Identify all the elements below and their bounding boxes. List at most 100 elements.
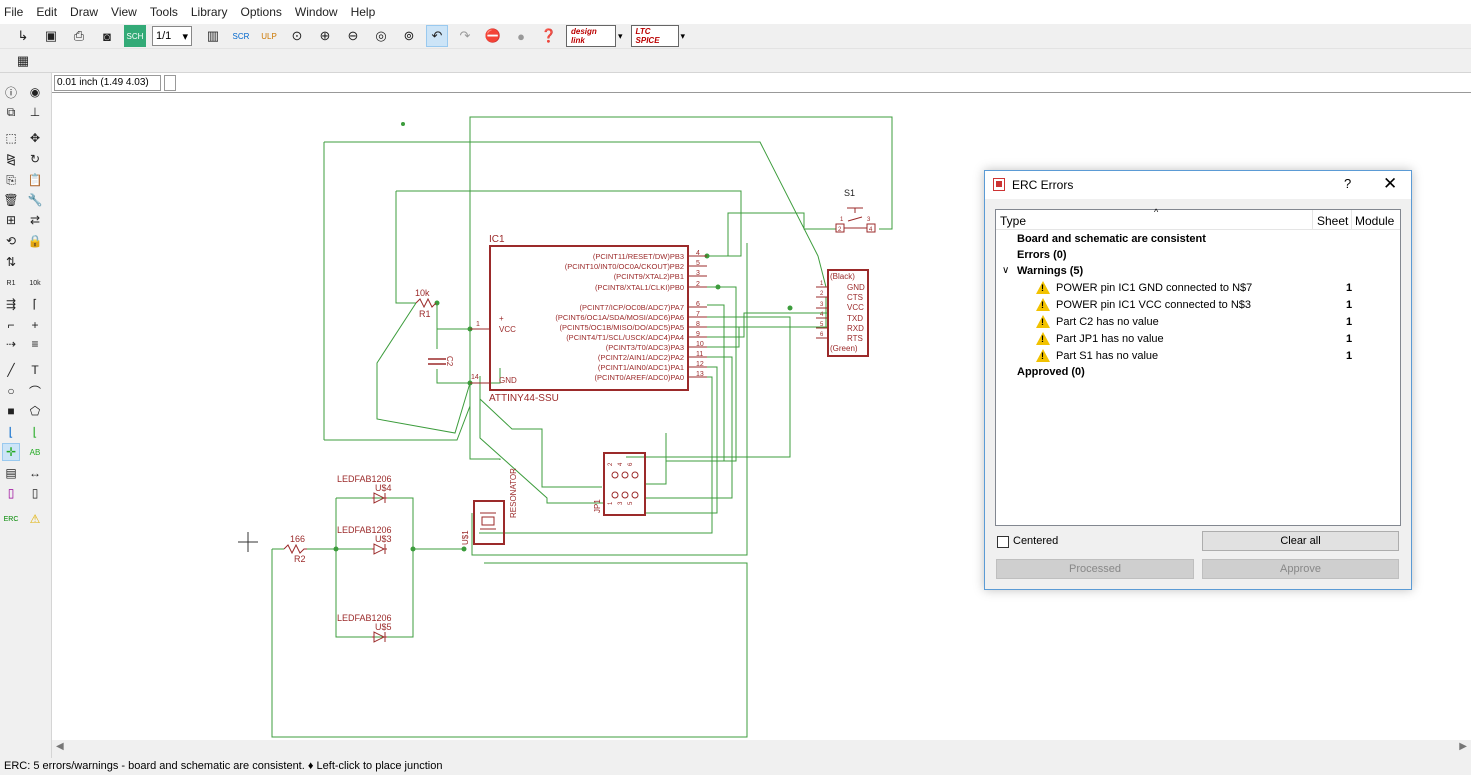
go-icon[interactable]: ● [517, 28, 525, 44]
polygon-icon[interactable]: ⬠ [29, 404, 41, 418]
chevron-down-icon[interactable]: ∨ [1002, 265, 1010, 276]
replace-icon[interactable]: ⇄ [29, 213, 41, 227]
grid-icon[interactable]: ▦ [16, 52, 30, 68]
menu-view[interactable]: View [111, 5, 137, 19]
display-icon[interactable]: ⧉ [6, 104, 16, 119]
menu-window[interactable]: Window [294, 5, 338, 19]
delete-icon[interactable]: 🗑 [3, 193, 19, 207]
stop-icon[interactable]: ⛔ [484, 28, 502, 43]
designlink-button[interactable]: design link [566, 25, 616, 47]
undo-icon[interactable]: ↶ [426, 25, 448, 47]
horizontal-scrollbar[interactable]: ◀ ▶ [52, 740, 1471, 756]
sch-brd-icon[interactable]: SCH [124, 25, 146, 47]
processed-button[interactable]: Processed [996, 559, 1194, 579]
chevron-down-icon[interactable]: ▾ [618, 30, 623, 41]
scroll-right-icon[interactable]: ▶ [1459, 741, 1467, 752]
schematic-drawing[interactable]: IC1 ATTINY44-SSU VCC + GND 1 14 (PCINT11… [52, 93, 1471, 740]
ulp-icon[interactable]: ULP [261, 31, 277, 41]
attribute-icon[interactable]: ▤ [5, 466, 17, 480]
rect-icon[interactable]: ■ [7, 404, 15, 418]
invoke-icon[interactable]: ⟲ [5, 234, 17, 248]
menu-edit[interactable]: Edit [36, 5, 58, 19]
copy-icon[interactable]: ⎘ [6, 172, 16, 187]
save-icon[interactable]: ▣ [44, 28, 58, 43]
help-button[interactable]: ? [1344, 176, 1352, 191]
menu-library[interactable]: Library [190, 5, 228, 19]
scroll-left-icon[interactable]: ◀ [56, 741, 64, 752]
paste-icon[interactable]: 📋 [27, 173, 43, 187]
add-icon[interactable]: ⊞ [5, 213, 17, 227]
show-icon[interactable]: ◉ [29, 85, 41, 99]
name-icon[interactable]: R1 [6, 279, 16, 287]
zoom-in-icon[interactable]: ⊕ [319, 28, 331, 43]
pinswap-icon[interactable]: ⇢ [5, 337, 17, 351]
mark-icon[interactable]: ⊥ [29, 105, 41, 119]
open-icon[interactable]: ↳ [17, 28, 29, 43]
centered-checkbox[interactable] [997, 536, 1009, 548]
erc-icon[interactable]: ERC [3, 515, 19, 523]
menu-help[interactable]: Help [350, 5, 376, 19]
split-icon[interactable]: ⌐ [7, 318, 15, 332]
gate-swap-icon[interactable]: ⇅ [5, 255, 17, 269]
info-icon[interactable]: ⓘ [4, 85, 17, 100]
label-icon[interactable]: AB [29, 447, 41, 457]
line-icon[interactable]: ╱ [7, 363, 15, 377]
clear-all-button[interactable]: Clear all [1202, 531, 1399, 551]
ltspice-button[interactable]: LTC SPICE [630, 25, 679, 47]
zoom-select-icon[interactable]: ◎ [375, 28, 387, 43]
mirror-icon[interactable]: ⧎ [5, 152, 17, 166]
redo-icon[interactable]: ↷ [459, 28, 471, 43]
approve-button[interactable]: Approve [1202, 559, 1399, 579]
rotate-icon[interactable]: ↻ [29, 152, 41, 166]
zoom-out-icon[interactable]: ⊖ [347, 28, 359, 43]
table-icon[interactable]: ▥ [206, 28, 220, 43]
frame-icon[interactable]: ▯ [7, 486, 15, 500]
close-button[interactable]: ✕ [1383, 174, 1398, 193]
value-icon[interactable]: 10k [29, 279, 41, 287]
column-sheet[interactable]: Sheet [1317, 214, 1349, 228]
menu-options[interactable]: Options [240, 5, 282, 19]
bus-draw-icon[interactable]: ⌊ [32, 425, 38, 439]
net-icon[interactable]: ⌊ [8, 425, 14, 439]
tree-row-approved[interactable]: Approved (0) [996, 365, 1400, 381]
bus-icon[interactable]: ≡ [31, 337, 39, 351]
select-icon[interactable]: ⬚ [5, 131, 17, 145]
menu-file[interactable]: File [4, 5, 24, 19]
menu-draw[interactable]: Draw [70, 5, 99, 19]
wrench-icon[interactable]: 🔧 [27, 193, 43, 207]
redraw-icon[interactable]: ⊚ [403, 28, 415, 43]
tree-row-warnings[interactable]: ∨Warnings (5) [996, 264, 1400, 280]
sheet-select[interactable]: 1/1▾ [152, 26, 192, 46]
text-icon[interactable]: T [31, 363, 39, 377]
tree-row-warning[interactable]: POWER pin IC1 GND connected to N$71 [996, 281, 1400, 297]
tree-row-errors[interactable]: Errors (0) [996, 248, 1400, 264]
junction-icon[interactable]: ✛ [2, 443, 20, 461]
help-icon[interactable]: ❓ [540, 28, 558, 43]
cam-icon[interactable]: ◙ [103, 28, 111, 44]
script-icon[interactable]: SCR [232, 31, 250, 41]
chevron-down-icon[interactable]: ▾ [680, 30, 686, 41]
module-icon[interactable]: ▯ [31, 486, 39, 500]
tree-row-warning[interactable]: POWER pin IC1 VCC connected to N$31 [996, 298, 1400, 314]
erc-tree[interactable]: Type ^ Sheet Module Board and schematic … [995, 207, 1401, 526]
print-icon[interactable]: ⎙ [73, 28, 85, 43]
zoom-fit-icon[interactable]: ⊙ [291, 28, 303, 43]
command-line-toggle[interactable] [164, 75, 176, 91]
move-icon[interactable]: ✥ [29, 131, 41, 145]
lock-icon[interactable]: 🔒 [27, 234, 43, 248]
arc-icon[interactable]: ⌒ [28, 384, 41, 399]
tree-row-consistent[interactable]: Board and schematic are consistent [996, 232, 1400, 248]
dialog-title-bar[interactable]: ERC Errors ? ✕ [985, 171, 1411, 199]
column-module[interactable]: Module [1355, 214, 1395, 228]
column-type[interactable]: Type [1000, 214, 1027, 228]
smash-icon[interactable]: ⇶ [5, 297, 17, 311]
miter-icon[interactable]: ⌈ [32, 297, 38, 311]
warning-icon[interactable]: ⚠ [29, 512, 41, 526]
circle-icon[interactable]: ○ [7, 384, 15, 398]
optimize-icon[interactable]: + [31, 318, 39, 332]
menu-tools[interactable]: Tools [149, 5, 178, 19]
dimension-icon[interactable]: ↔ [29, 466, 41, 480]
